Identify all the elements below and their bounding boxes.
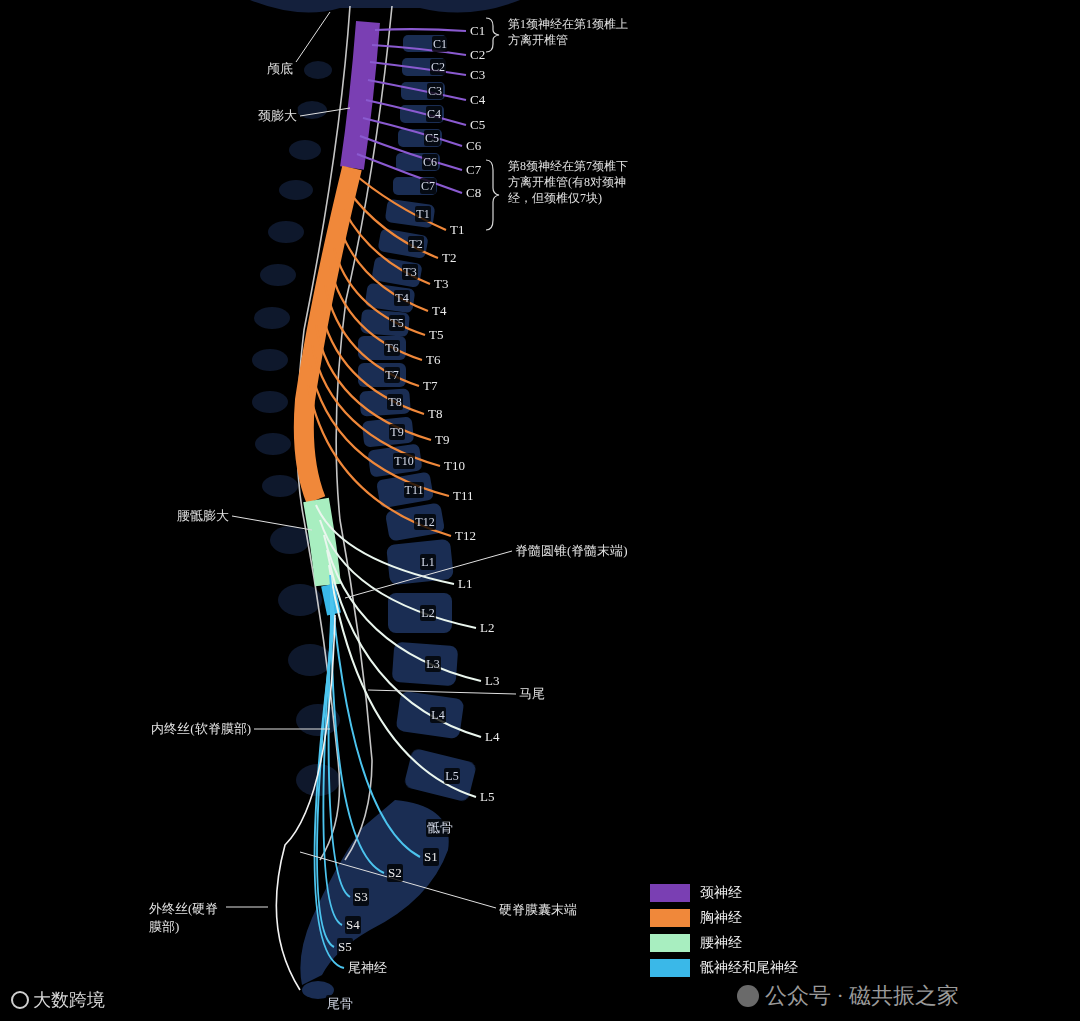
vertebra-label: T1 [415, 206, 430, 222]
nerve-label: S5 [337, 938, 353, 956]
legend-text: 腰神经 [698, 934, 744, 952]
nerve-label: S3 [353, 888, 369, 906]
nerve-label: L1 [457, 575, 473, 593]
nerve-label: T3 [433, 275, 449, 293]
vertebra-label: T5 [389, 315, 404, 331]
nerve-label: T6 [425, 351, 441, 369]
nerve-label: C3 [469, 66, 486, 84]
nerve-label: C2 [469, 46, 486, 64]
vertebra-label: T11 [404, 482, 425, 498]
nerve-label: T10 [443, 457, 466, 475]
vertebra-label: C6 [422, 154, 438, 170]
vertebra-label: T12 [414, 514, 435, 530]
part-label: 脊髓圆锥(脊髓末端) [514, 542, 629, 560]
nerve-label: C8 [465, 184, 482, 202]
annotation-note: 第8颈神经在第7颈椎下方离开椎管(有8对颈神经，但颈椎仅7块) [507, 158, 633, 206]
vertebra-label: C7 [420, 178, 436, 194]
vertebra-label: T10 [393, 453, 414, 469]
nerve-label: 尾神经 [347, 959, 388, 977]
watermark: 大数跨境 [32, 988, 106, 1012]
nerve-label: C5 [469, 116, 486, 134]
legend-swatch [650, 959, 690, 977]
legend-swatch [650, 884, 690, 902]
vertebra-label: L2 [420, 605, 435, 621]
nerve-label: T9 [434, 431, 450, 449]
nerve-label: L4 [484, 728, 500, 746]
nerve-label: T2 [441, 249, 457, 267]
part-label: 硬脊膜囊末端 [498, 901, 578, 919]
vertebra-label: T8 [387, 394, 402, 410]
vertebra-label: T6 [384, 340, 399, 356]
part-label: 马尾 [518, 685, 546, 703]
legend-swatch [650, 909, 690, 927]
nerve-label: C4 [469, 91, 486, 109]
part-label: 腰骶膨大 [176, 507, 230, 525]
legend-swatch [650, 934, 690, 952]
legend-text: 骶神经和尾神经 [698, 959, 800, 977]
watermark: 公众号 · 磁共振之家 [764, 981, 960, 1011]
legend-text: 颈神经 [698, 884, 744, 902]
nerve-label: S2 [387, 864, 403, 882]
nerve-label: S1 [423, 848, 439, 866]
legend-text: 胸神经 [698, 909, 744, 927]
vertebra-label: C5 [424, 130, 440, 146]
nerve-label: S4 [345, 916, 361, 934]
nerve-label: L2 [479, 619, 495, 637]
part-label: 颈膨大 [257, 107, 298, 125]
vertebra-label: C4 [426, 106, 442, 122]
nerve-label: C7 [465, 161, 482, 179]
nerve-label: C1 [469, 22, 486, 40]
part-label: 外终丝(硬脊膜部) [148, 900, 224, 936]
part-label: 颅底 [266, 60, 294, 78]
vertebra-label: C3 [427, 83, 443, 99]
nerve-label: T5 [428, 326, 444, 344]
annotation-note: 第1颈神经在第1颈椎上方离开椎管 [507, 16, 633, 48]
vertebra-label: T4 [394, 290, 409, 306]
vertebra-label: 尾骨 [326, 995, 354, 1013]
vertebra-label: L1 [420, 554, 435, 570]
nerve-label: T7 [422, 377, 438, 395]
nerve-label: T1 [449, 221, 465, 239]
vertebra-label: C1 [432, 36, 448, 52]
nerve-label: L5 [479, 788, 495, 806]
vertebra-label: 骶骨 [426, 819, 454, 837]
vertebra-label: T2 [408, 236, 423, 252]
vertebra-label: C2 [430, 59, 446, 75]
nerve-label: C6 [465, 137, 482, 155]
nerve-label: L3 [484, 672, 500, 690]
vertebra-label: L5 [444, 768, 459, 784]
vertebra-label: T3 [402, 264, 417, 280]
nerve-label: T11 [452, 487, 474, 505]
vertebra-label: T9 [389, 424, 404, 440]
nerve-label: T4 [431, 302, 447, 320]
nerve-label: T12 [454, 527, 477, 545]
nerve-label: T8 [427, 405, 443, 423]
vertebra-label: T7 [384, 367, 399, 383]
part-label: 内终丝(软脊膜部) [150, 720, 252, 738]
vertebra-label: L4 [430, 707, 445, 723]
vertebra-label: L3 [425, 656, 440, 672]
